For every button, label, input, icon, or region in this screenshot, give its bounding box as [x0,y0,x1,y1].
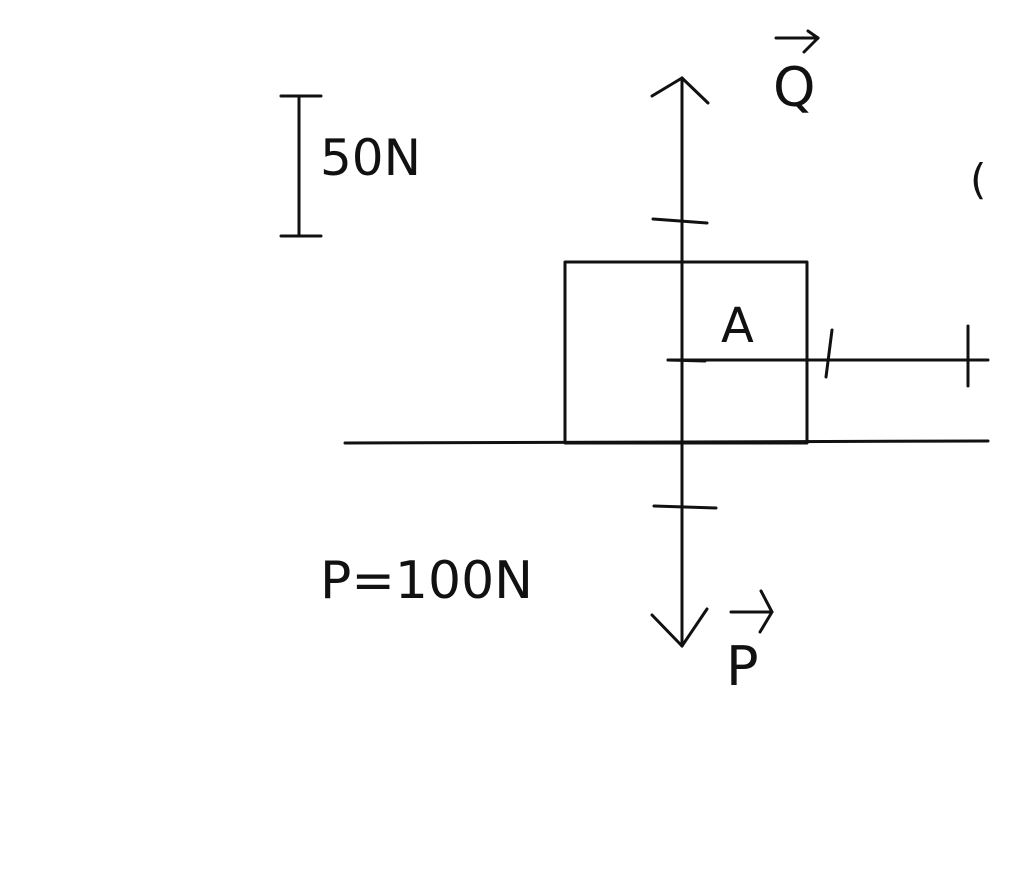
p-force-arrow [650,441,718,648]
horizontal-force-line [666,324,990,388]
block-label: A [721,298,754,354]
p-force-label: P [726,635,759,698]
p-arrowhead-left [650,613,684,648]
p-arrowhead-right [680,607,709,648]
scale-label: 50N [320,129,421,187]
q-force-tick [651,217,709,225]
q-arrowhead-left [650,76,684,98]
partial-label: ( [970,155,986,204]
p-magnitude-label: P=100N [320,551,533,611]
q-vector-arrow-top [806,29,820,40]
horizontal-tick-slanted [824,328,834,379]
horizontal-start-mark [666,358,707,363]
scale-bar [279,94,323,238]
q-label-group: Q [773,29,820,119]
q-vector-arrow-bottom [802,36,820,54]
p-force-tick [652,504,718,510]
block-a [563,260,809,445]
q-force-label: Q [773,56,816,119]
q-arrowhead-right [680,76,710,105]
p-vector-arrow-top [759,589,774,614]
q-force-arrow [650,76,710,445]
p-label-group: P [726,589,774,698]
p-vector-arrow-bottom [758,610,774,634]
